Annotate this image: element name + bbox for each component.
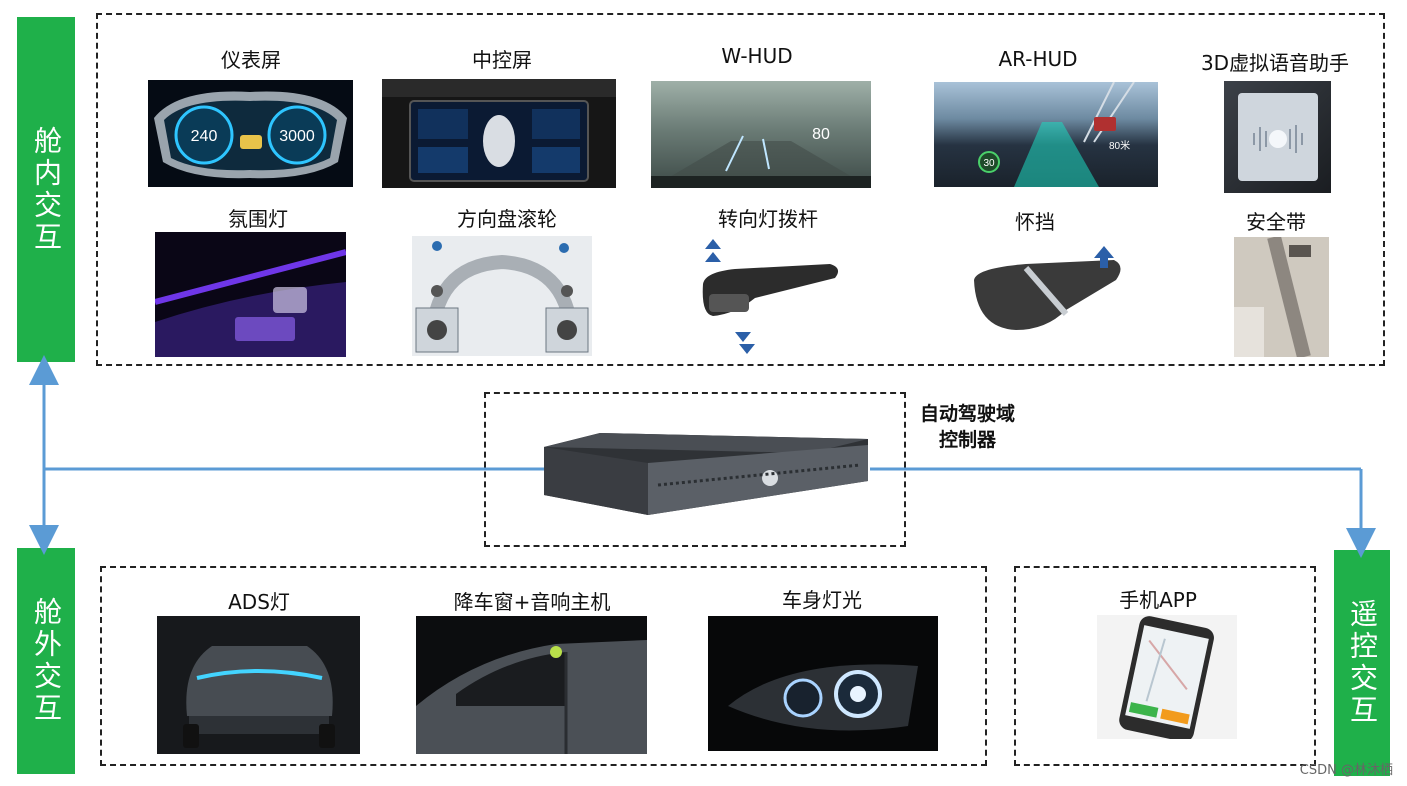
ads-light-image: [157, 616, 360, 754]
svg-text:80米: 80米: [1109, 139, 1130, 152]
turn-signal-stalk-image: [695, 234, 840, 354]
phone-app-image: [1097, 615, 1237, 739]
seatbelt-image: [1234, 237, 1329, 357]
controller-box: [484, 392, 906, 547]
instrument-cluster-image: 240 3000: [148, 80, 353, 187]
svg-text:80: 80: [812, 126, 830, 143]
item-label: 降车窗+音响主机: [453, 590, 611, 614]
controller-label-line1: 自动驾驶域: [920, 403, 1016, 425]
item-label: 中控屏: [472, 48, 532, 72]
car-window-image: [416, 616, 647, 754]
steering-wheel-image: [412, 236, 592, 356]
item-label: 手机APP: [1119, 588, 1197, 612]
item-label: 安全带: [1246, 210, 1306, 234]
credit: CSDN @林沐栖: [1299, 763, 1393, 778]
remote-box: [1014, 566, 1316, 766]
w-hud-image: 80: [651, 81, 871, 188]
headlight-image: [708, 616, 938, 751]
cabin-inner-box: [96, 13, 1385, 366]
item-label: AR-HUD: [998, 47, 1078, 71]
cabin-outer-box: [100, 566, 987, 766]
svg-text:240: 240: [191, 128, 218, 145]
domain-controller-image: [540, 425, 872, 517]
controller-label: 自动驾驶域 控制器: [920, 402, 1015, 453]
item-label: 方向盘滚轮: [457, 207, 557, 231]
voice-assistant-image: [1224, 81, 1331, 193]
center-console-screen-image: [382, 79, 616, 188]
svg-text:30: 30: [983, 158, 995, 169]
ambient-light-image: [155, 232, 346, 357]
svg-text:3000: 3000: [279, 128, 315, 145]
item-label: 氛围灯: [228, 207, 288, 231]
remote-label: 遥控交互: [1334, 550, 1390, 776]
item-label: 转向灯拨杆: [718, 207, 818, 231]
item-label: 怀挡: [1015, 210, 1055, 234]
item-label: ADS灯: [228, 590, 290, 614]
column-shifter-image: [966, 240, 1128, 345]
item-label: 车身灯光: [782, 588, 862, 612]
item-label: 3D虚拟语音助手: [1200, 51, 1350, 75]
controller-label-line2: 控制器: [939, 428, 997, 451]
item-label: 仪表屏: [221, 48, 281, 72]
cabin-outer-label: 舱外交互: [17, 548, 75, 774]
item-label: W-HUD: [721, 44, 793, 68]
cabin-inner-label: 舱内交互: [17, 17, 75, 362]
ar-hud-image: 30 80米: [934, 82, 1158, 187]
